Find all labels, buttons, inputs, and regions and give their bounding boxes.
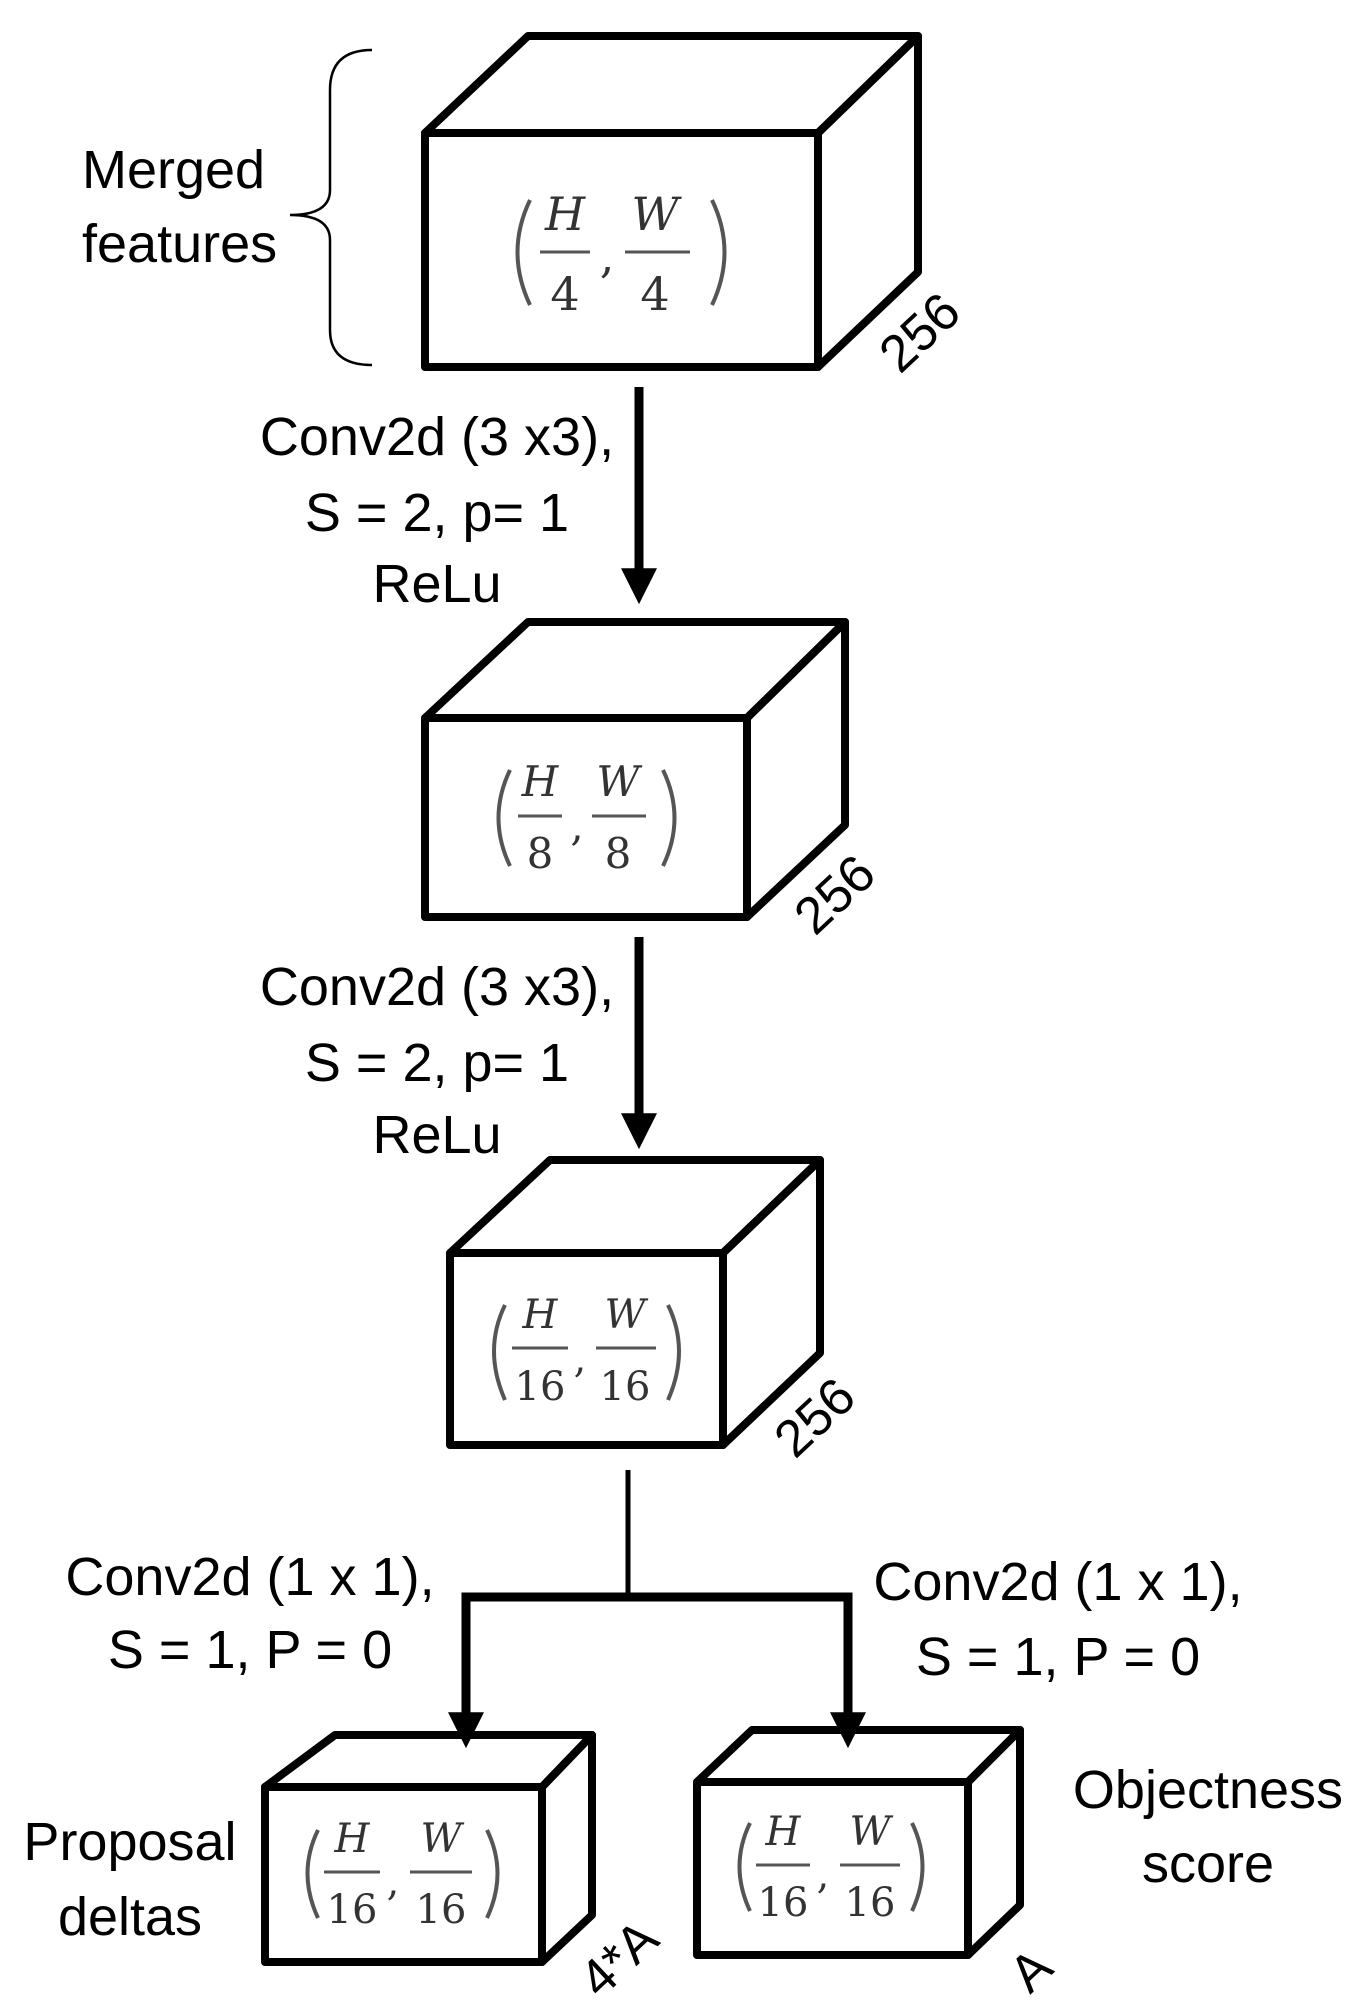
conv1-line2: S = 2, p= 1: [305, 483, 569, 543]
proposal-den-w: 16: [416, 1887, 467, 1933]
objectness-side-face: [964, 1726, 1024, 1959]
merged-features-block: H 4 , W 4 256: [421, 32, 972, 384]
block3-num-h: H: [522, 1292, 559, 1338]
objectness-num-w: W: [849, 1809, 893, 1855]
proposal-den-h: 16: [327, 1887, 378, 1933]
conv-right-line1: Conv2d (1 x 1),: [873, 1552, 1242, 1612]
svg-text:,: ,: [600, 229, 615, 283]
conv2-line3: ReLu: [372, 1105, 501, 1165]
block2-num-h: H: [521, 757, 560, 806]
block2-top-face: [421, 618, 849, 722]
block2: H 8 , W 8 256: [421, 618, 887, 946]
objectness-depth: A: [999, 1937, 1064, 2002]
proposal-label-line1: Proposal: [23, 1812, 236, 1872]
block3: H 16 , W 16 256: [446, 1156, 867, 1469]
conv-left-line1: Conv2d (1 x 1),: [65, 1547, 434, 1607]
svg-text:,: ,: [817, 1852, 830, 1898]
block3-depth: 256: [764, 1367, 867, 1469]
merged-features-brace: [289, 48, 373, 367]
objectness-label-line2: score: [1142, 1834, 1274, 1894]
objectness-score-block: H 16 , W 16 A: [693, 1726, 1064, 2002]
objectness-den-h: 16: [758, 1880, 809, 1926]
conv1-line1: Conv2d (3 x3),: [260, 407, 614, 467]
conv1-label: Conv2d (3 x3), S = 2, p= 1 ReLu: [260, 407, 614, 614]
split-connector: [448, 1470, 866, 1749]
conv-left-label: Conv2d (1 x 1), S = 1, P = 0: [65, 1547, 434, 1680]
merged-features-label-line1: Merged: [82, 140, 265, 200]
block2-num-w: W: [596, 757, 643, 806]
block2-dimension: H 8 , W 8: [496, 757, 677, 878]
conv2-label: Conv2d (3 x3), S = 2, p= 1 ReLu: [260, 957, 614, 1165]
block3-den-w: 16: [600, 1364, 651, 1410]
objectness-label-line1: Objectness: [1073, 1760, 1343, 1820]
conv1-line3: ReLu: [372, 554, 501, 614]
merged-features-front-face: [421, 129, 822, 371]
block2-front-face: [421, 714, 751, 921]
proposal-top-face: [261, 1731, 596, 1791]
proposal-dimension: H 16 , W 16: [305, 1816, 500, 1933]
proposal-label-line2: deltas: [58, 1887, 202, 1947]
merged-features-den-w: 4: [640, 267, 669, 321]
block3-front-face: [446, 1249, 727, 1449]
conv-left-line2: S = 1, P = 0: [108, 1620, 392, 1680]
svg-text:,: ,: [574, 1336, 587, 1382]
merged-features-num-w: W: [631, 187, 682, 241]
objectness-num-h: H: [765, 1809, 802, 1855]
block2-den-w: 8: [605, 829, 632, 878]
merged-features-den-h: 4: [550, 267, 579, 321]
block3-den-h: 16: [515, 1364, 566, 1410]
conv-right-line2: S = 1, P = 0: [916, 1627, 1200, 1687]
objectness-den-w: 16: [845, 1880, 896, 1926]
block3-top-face: [446, 1156, 824, 1257]
proposal-deltas-block: H 16 , W 16 4*A: [261, 1731, 670, 2002]
svg-text:,: ,: [387, 1859, 400, 1905]
objectness-dimension: H 16 , W 16: [737, 1809, 925, 1926]
merged-features-top-face: [421, 32, 922, 137]
objectness-front-face: [693, 1778, 972, 1959]
proposal-num-w: W: [420, 1816, 464, 1862]
block2-den-h: 8: [527, 829, 554, 878]
block2-depth: 256: [784, 844, 887, 946]
conv2-line1: Conv2d (3 x3),: [260, 957, 614, 1017]
proposal-side-face: [538, 1731, 596, 1966]
block3-num-w: W: [604, 1292, 648, 1338]
merged-features-num-h: H: [544, 187, 586, 241]
merged-features-dimension: H 4 , W 4: [515, 187, 727, 321]
block3-dimension: H 16 , W 16: [492, 1292, 681, 1410]
proposal-num-h: H: [334, 1816, 371, 1862]
conv2-line2: S = 2, p= 1: [305, 1033, 569, 1093]
conv-right-label: Conv2d (1 x 1), S = 1, P = 0: [873, 1552, 1242, 1687]
merged-features-depth: 256: [869, 282, 972, 384]
proposal-front-face: [261, 1783, 546, 1966]
svg-text:,: ,: [570, 801, 583, 850]
merged-features-label-line2: features: [82, 214, 277, 274]
